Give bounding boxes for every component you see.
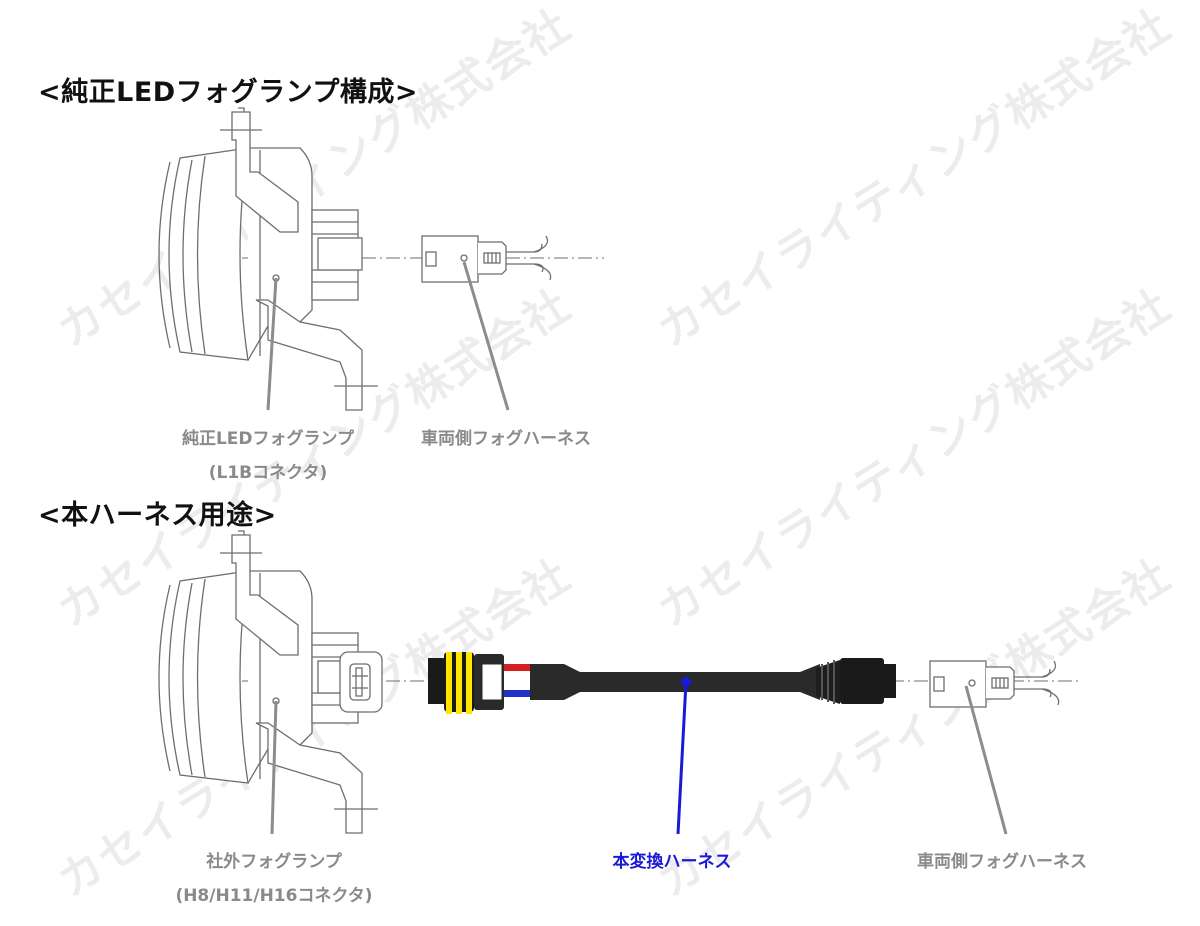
oem-harness-label: 車両側フォグハーネス — [421, 429, 591, 449]
oem-section-title: <純正LEDフォグランプ構成> — [38, 77, 418, 108]
usage-section-title: <本ハーネス用途> — [38, 500, 277, 531]
aftermarket-lamp-label: 社外フォグランプ (H8/H11/H16コネクタ) — [132, 845, 416, 913]
usage-harness-leader-line — [964, 685, 1008, 835]
adapter-leader-line — [676, 681, 688, 835]
usage-harness-label: 車両側フォグハーネス — [917, 852, 1087, 872]
oem-lamp-label: 純正LEDフォグランプ (L1Bコネクタ) — [148, 422, 388, 490]
usage-vehicle-harness-drawing — [929, 660, 1060, 708]
aftermarket-lamp-name: 社外フォグランプ — [206, 852, 342, 872]
aftermarket-lamp-leader-line — [270, 700, 278, 835]
aftermarket-lamp-connector: (H8/H11/H16コネクタ) — [175, 886, 373, 906]
oem-led-fog-lamp-drawing — [158, 107, 379, 411]
oem-harness-leader-line — [462, 261, 510, 411]
adapter-label: 本変換ハーネス — [612, 852, 732, 872]
conversion-harness-drawing — [428, 652, 896, 714]
oem-lamp-name: 純正LEDフォグランプ — [181, 429, 355, 449]
oem-vehicle-harness-drawing — [421, 235, 552, 283]
h11-socket-drawing — [339, 651, 383, 713]
oem-lamp-leader-line — [266, 277, 278, 411]
oem-lamp-connector: (L1Bコネクタ) — [208, 463, 328, 483]
